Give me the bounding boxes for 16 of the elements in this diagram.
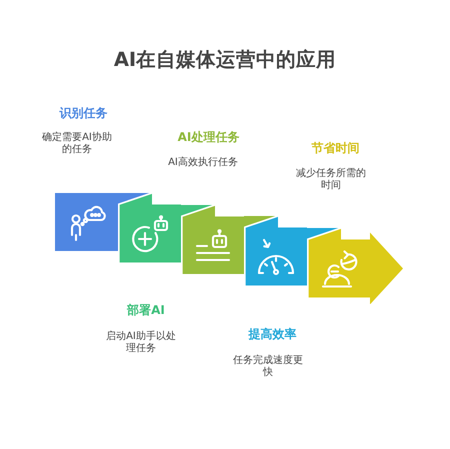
step-title: AI处理任务 [178,130,240,144]
step-title: 节省时间 [312,141,360,155]
folded-panel [244,216,307,286]
step-title: 提高效率 [248,327,296,341]
step-title: 部署AI [127,303,165,317]
step-description: 任务完成速度更快 [232,354,304,380]
folded-panel [55,193,118,251]
step-description: AI高效执行任务 [167,156,239,169]
step-description: 确定需要AI协助的任务 [41,132,113,156]
folded-panel [118,193,181,262]
title: AI在自媒体运营中的应用 [114,47,336,72]
step-title: 识别任务 [60,106,108,120]
step-description: 减少任务所需的时间 [295,168,367,193]
arrow-panel [307,228,403,304]
folded-panel [181,204,244,274]
step-description: 启动AI助手以处理任务 [105,330,177,356]
